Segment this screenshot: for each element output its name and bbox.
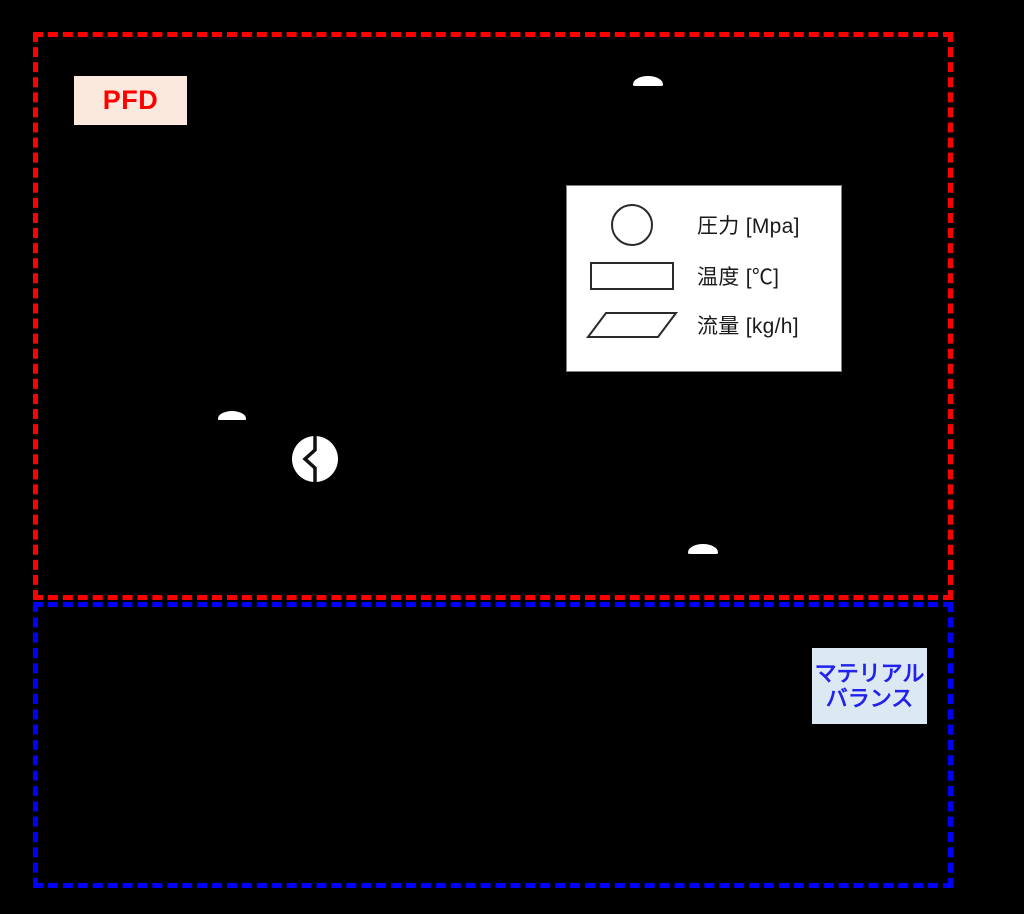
legend-item-temperature: 温度 [℃] (567, 251, 841, 300)
rectangle-shape-icon (590, 261, 674, 290)
legend-symbol-cell (567, 261, 697, 290)
vessel-top-sliver-upper-icon (633, 76, 663, 86)
vessel-top-sliver-left-icon (218, 411, 246, 420)
material-balance-region-label: マテリアル バランス (812, 648, 927, 724)
legend-label-pressure: 圧力 [Mpa] (697, 214, 800, 238)
parallelogram-shape-icon (586, 311, 678, 338)
legend-item-flowrate: 流量 [kg/h] (567, 300, 841, 349)
material-balance-label-line1: マテリアル (814, 660, 925, 686)
legend-symbol-cell (567, 203, 697, 246)
material-balance-label-line2: バランス (825, 686, 914, 711)
legend-label-temperature: 温度 [℃] (697, 265, 780, 289)
legend-label-flowrate: 流量 [kg/h] (697, 314, 799, 338)
legend-item-pressure: 圧力 [Mpa] (567, 200, 841, 249)
legend-panel: 圧力 [Mpa] 温度 [℃] 流量 [kg/h] (566, 185, 842, 372)
vessel-top-sliver-lower-icon (688, 544, 718, 554)
legend-symbol-cell (567, 311, 697, 339)
circle-shape-icon (611, 203, 653, 246)
material-balance-region-box[interactable] (33, 602, 953, 888)
pfd-region-box[interactable] (33, 32, 953, 600)
heat-exchanger-icon (292, 436, 338, 482)
pfd-region-label: PFD (74, 76, 187, 125)
